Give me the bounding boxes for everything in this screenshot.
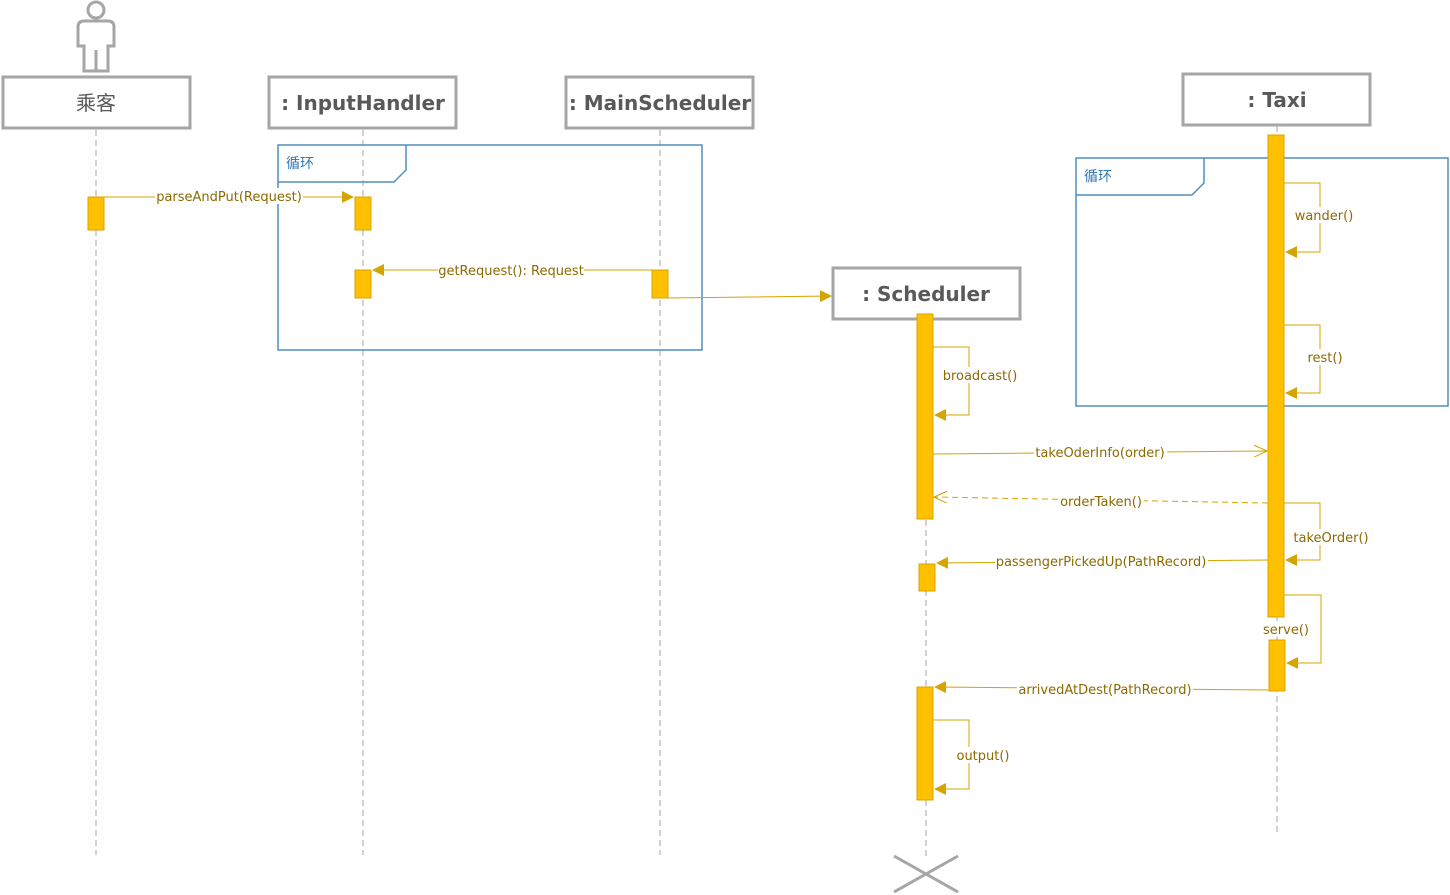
taxi-header[interactable]: : Taxi [1181, 72, 1372, 127]
create-scheduler-arrow [667, 290, 832, 303]
passenger-label: 乘客 [76, 91, 116, 115]
scheduler-activation-2 [918, 563, 936, 592]
taxi-label: : Taxi [1247, 88, 1306, 112]
passenger-activation [87, 196, 105, 231]
order-taken-arrow [934, 497, 1269, 504]
main-scheduler-activation [651, 269, 669, 299]
input-handler-activation-2 [354, 269, 372, 299]
take-order-info-label: takeOderInfo(order) [1035, 446, 1164, 461]
passenger-picked-up-label: passengerPickedUp(PathRecord) [996, 555, 1207, 570]
input-handler-header[interactable]: : InputHandler [267, 75, 458, 130]
passenger-header[interactable]: 乘客 [1, 75, 192, 130]
taxi-activation-1 [1267, 134, 1285, 618]
input-handler-activation-1 [354, 196, 372, 231]
rest-label: rest() [1307, 351, 1342, 366]
taxi-activation-2 [1268, 639, 1286, 692]
serve-label: serve() [1263, 623, 1309, 638]
scheduler-activation-3 [916, 686, 934, 801]
loop-frame-left [277, 144, 703, 351]
scheduler-header[interactable]: : Scheduler [831, 266, 1022, 321]
scheduler-activation-1 [916, 313, 934, 520]
messages [104, 182, 1322, 795]
actor-icon [76, 0, 116, 73]
destroy-icon [893, 854, 959, 894]
serve-self-arrow [1284, 594, 1322, 669]
main-scheduler-header[interactable]: : MainScheduler [564, 75, 755, 130]
order-taken-label: orderTaken() [1060, 495, 1142, 510]
loop-frame-left-label: 循环 [286, 156, 314, 172]
loop-frame-right [1075, 157, 1449, 407]
message-label-backgrounds [155, 188, 1371, 763]
get-request-label: getRequest(): Request [438, 264, 584, 279]
wander-label: wander() [1295, 209, 1354, 224]
main-scheduler-label: : MainScheduler [569, 91, 751, 115]
input-handler-label: : InputHandler [281, 91, 445, 115]
parse-and-put-label: parseAndPut(Request) [156, 190, 302, 205]
loop-frame-right-label: 循环 [1084, 169, 1112, 185]
broadcast-label: broadcast() [943, 369, 1018, 384]
take-order-label: takeOrder() [1293, 531, 1368, 546]
output-label: output() [956, 749, 1009, 764]
activation-bars [87, 134, 1286, 801]
arrived-at-dest-label: arrivedAtDest(PathRecord) [1018, 683, 1191, 698]
scheduler-label: : Scheduler [862, 282, 990, 306]
